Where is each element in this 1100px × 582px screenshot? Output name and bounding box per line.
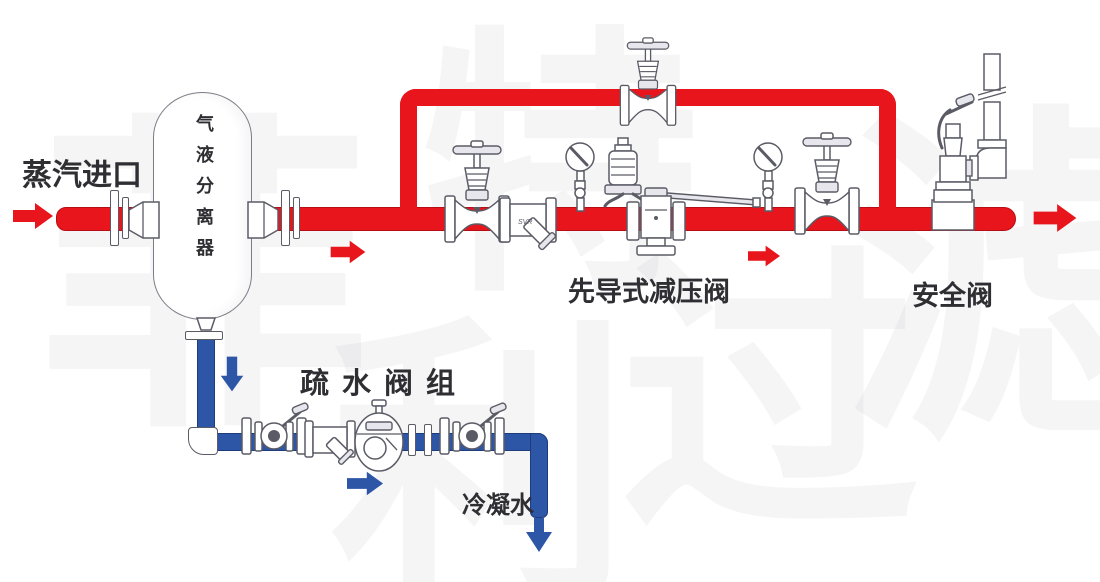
drain-y-strainer [304, 420, 356, 465]
pipe-union-flange [408, 424, 416, 456]
inlet-flange [110, 190, 119, 246]
outlet-flange [281, 190, 290, 246]
steam-outlet-flow-arrow [1033, 204, 1077, 232]
reducing-valve-label: 先导式减压阀 [568, 277, 730, 307]
upstream-pressure-gauge [565, 142, 595, 212]
downstream-globe-valve [794, 132, 860, 235]
outlet-flange [293, 197, 300, 239]
condensate-outlet-pipe [530, 433, 548, 518]
drain-down-arrow [220, 356, 244, 392]
steam-inlet-label: 蒸汽进口 [22, 159, 142, 192]
condensate-outlet-arrow [526, 518, 552, 552]
separator-drain-nozzle [195, 317, 217, 331]
drain-ball-valve-downstream [439, 402, 507, 455]
downstream-pressure-gauge [753, 142, 783, 212]
gas-liquid-separator [153, 92, 252, 320]
condensate-label: 冷凝水 [462, 493, 534, 519]
condensate-drop-pipe [197, 339, 215, 437]
drain-flange [185, 331, 223, 340]
upstream-globe-valve [444, 140, 510, 243]
main-y-strainer: SVR [499, 197, 557, 251]
strainer-marking: SVR [518, 219, 532, 226]
drain-flow-arrow [347, 471, 383, 496]
pilot-operated-reducing-valve [603, 137, 761, 256]
pipe-union-flange [424, 424, 432, 456]
separator-flow-arrow [330, 240, 366, 264]
bypass-globe-valve [619, 37, 677, 126]
inlet-reducer-nozzle [128, 201, 160, 239]
float-steam-trap [354, 399, 404, 472]
steam-inlet-flow-arrow [13, 203, 53, 229]
safety-valve-label: 安全阀 [912, 281, 993, 311]
watermark-char: 过 [620, 234, 920, 566]
separator-label: 气液分离器 [194, 114, 214, 269]
trap-group-label: 疏水阀组 [300, 368, 469, 400]
drain-elbow-fitting [188, 427, 218, 455]
drain-ball-valve-upstream [241, 402, 309, 455]
outlet-reducer-nozzle [247, 201, 279, 239]
safety-valve [931, 53, 1007, 231]
downstream-flow-arrow [748, 245, 780, 267]
